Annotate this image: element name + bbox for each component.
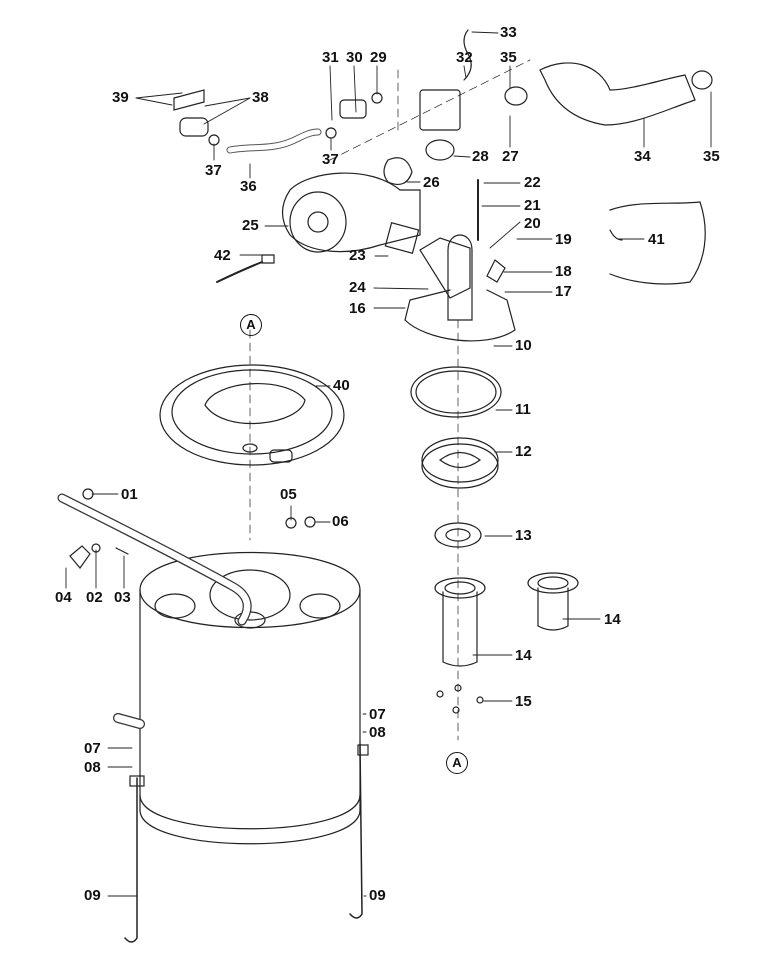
part-label[interactable]: 41 [648,231,665,248]
part-label[interactable]: 37 [322,151,339,168]
part-label[interactable]: 20 [524,215,541,232]
part-label[interactable]: 40 [333,377,350,394]
part-label[interactable]: 25 [242,217,259,234]
part-label[interactable]: 24 [349,279,366,296]
part-label[interactable]: 05 [280,486,297,503]
part-label[interactable]: 01 [121,486,138,503]
part-label[interactable]: 09 [84,887,101,904]
part-label[interactable]: 08 [369,724,386,741]
part-label[interactable]: 42 [214,247,231,264]
part-label[interactable]: 06 [332,513,349,530]
part-label[interactable]: 18 [555,263,572,280]
part-label[interactable]: 27 [502,148,519,165]
part-38-adapter [179,117,209,137]
part-label[interactable]: 03 [114,589,131,606]
reference-marker-a-top: A [240,314,262,336]
part-label[interactable]: 21 [524,197,541,214]
part-label[interactable]: 07 [84,740,101,757]
part-label[interactable]: 32 [456,49,473,66]
part-label[interactable]: 12 [515,443,532,460]
leader-lines [65,31,712,897]
part-label[interactable]: 30 [346,49,363,66]
part-label[interactable]: 23 [349,247,366,264]
part-label[interactable]: 17 [555,283,572,300]
part-label[interactable]: 29 [370,49,387,66]
part-28-gas-valve [419,89,461,131]
part-label[interactable]: 07 [369,706,386,723]
part-label[interactable]: 15 [515,693,532,710]
part-label[interactable]: 10 [515,337,532,354]
part-label[interactable]: 35 [703,148,720,165]
part-label[interactable]: 28 [472,148,489,165]
part-label[interactable]: 35 [500,49,517,66]
part-label[interactable]: 11 [515,401,531,418]
part-label[interactable]: 36 [240,178,257,195]
right-column-parts [410,366,579,714]
part-label[interactable]: 14 [604,611,621,628]
water-heater-tank [57,488,369,943]
part-label[interactable]: 04 [55,589,72,606]
part-label[interactable]: 14 [515,647,532,664]
part-label[interactable]: 09 [369,887,386,904]
reference-marker-a-bottom: A [446,752,468,774]
part-burner-tube [447,234,473,321]
part-label[interactable]: 31 [322,49,339,66]
part-label[interactable]: 16 [349,300,366,317]
part-label[interactable]: 08 [84,759,101,776]
part-label[interactable]: 26 [423,174,440,191]
part-label[interactable]: 38 [252,89,269,106]
axis-lines [249,59,531,741]
part-label[interactable]: 37 [205,162,222,179]
part-label[interactable]: 34 [634,148,651,165]
part-label[interactable]: 19 [555,231,572,248]
flue-parts [173,29,713,342]
part-label[interactable]: 13 [515,527,532,544]
part-label[interactable]: 39 [112,89,129,106]
part-40-cover-plate [159,364,345,466]
part-label[interactable]: 22 [524,174,541,191]
part-25-fan [281,172,421,253]
part-label[interactable]: 33 [500,24,517,41]
part-34-air-hose [539,62,696,126]
part-label[interactable]: 02 [86,589,103,606]
